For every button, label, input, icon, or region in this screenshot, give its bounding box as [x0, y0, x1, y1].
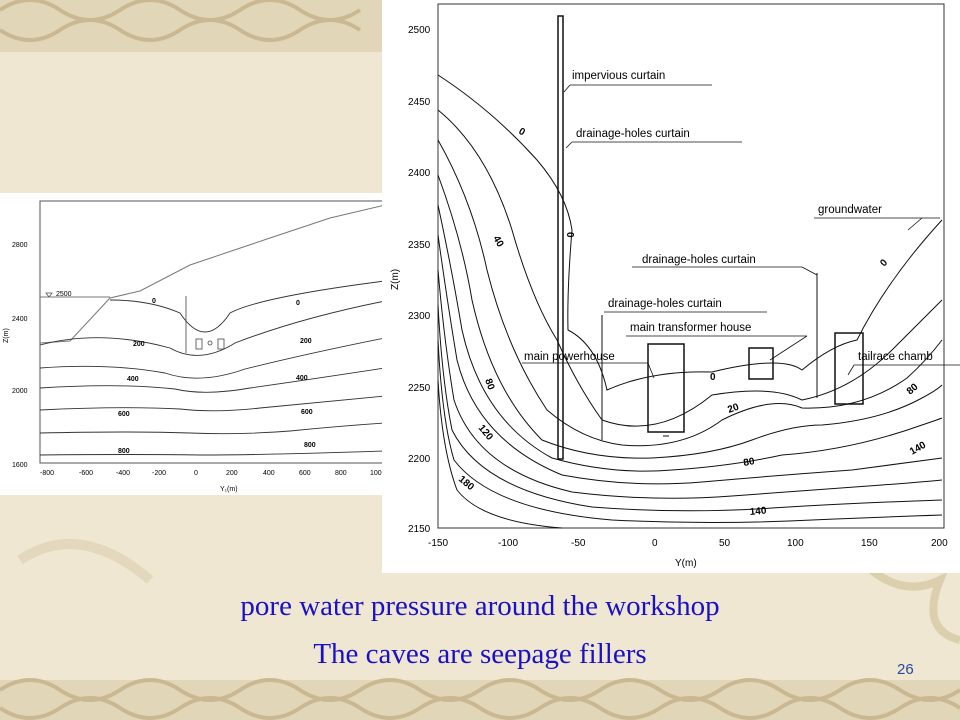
page-number: 26: [897, 661, 914, 678]
right-contour-label: 0: [517, 126, 528, 139]
right-x-tick: 200: [931, 538, 948, 549]
right-contour-label: 0: [710, 372, 716, 383]
right-x-tick: -100: [498, 538, 518, 549]
left-x-tick: -600: [79, 470, 93, 477]
left-y-tick: 1600: [12, 462, 28, 469]
ground-surface-line: [39, 204, 386, 344]
right-y-tick: 2500: [408, 25, 431, 36]
left-cavern-symbols: [185, 296, 225, 353]
left-contour-label: 800: [118, 448, 130, 455]
right-x-tick: -150: [428, 538, 448, 549]
left-x-tick: 800: [335, 470, 347, 477]
caption-line-1: pore water pressure around the workshop: [240, 590, 720, 622]
left-contour-label: 800: [304, 442, 316, 449]
right-y-tick: 2400: [408, 168, 431, 179]
right-contour-label: 0: [878, 257, 890, 269]
left-plot-frame: [39, 200, 386, 464]
label-impervious-curtain: impervious curtain: [572, 70, 665, 82]
caption-line-2: The caves are seepage fillers: [313, 638, 647, 670]
annotation-leaders: [522, 84, 960, 379]
right-x-tick: -50: [571, 538, 586, 549]
right-y-tick: 2150: [408, 524, 431, 535]
right-x-tick: 100: [787, 538, 804, 549]
right-y-tick: 2300: [408, 311, 431, 322]
left-y-tick: 2000: [12, 388, 28, 395]
left-contour-label: 600: [118, 411, 130, 418]
right-x-tick: 0: [652, 538, 658, 549]
left-x-tick: 400: [263, 470, 275, 477]
right-structures: [557, 15, 864, 460]
left-x-tick: 100: [370, 470, 382, 477]
left-contour-label: 600: [301, 409, 313, 416]
water-level-label: 2500: [56, 291, 72, 298]
label-main-powerhouse: main powerhouse: [524, 351, 615, 363]
bottom-border-pattern: [0, 678, 960, 720]
right-contour-lines: [437, 74, 943, 529]
right-y-tick: 2450: [408, 97, 431, 108]
right-contour-label: 120: [476, 423, 495, 443]
right-plot-frame: [437, 3, 945, 529]
left-contour-label: 200: [133, 341, 145, 348]
left-cross-section-diagram: 2800 2400 2000 1600 Z(m) -800 -600 -400 …: [0, 193, 386, 495]
right-y-axis-label: Z(m): [390, 269, 401, 290]
left-y-axis-label: Z(m): [3, 328, 10, 343]
right-diagram-svg: 2500 2450 2400 2350 2300 2250 2200 2150 …: [390, 3, 960, 569]
left-contour-label: 400: [296, 375, 308, 382]
right-y-tick: 2200: [408, 454, 431, 465]
right-contour-label: 0: [564, 232, 575, 238]
left-x-tick: 600: [299, 470, 311, 477]
label-drainage-holes-curtain: drainage-holes curtain: [608, 298, 722, 310]
right-x-axis-label: Y(m): [675, 558, 697, 569]
right-cross-section-diagram: 2500 2450 2400 2350 2300 2250 2200 2150 …: [382, 0, 960, 573]
left-diagram-svg: 2800 2400 2000 1600 Z(m) -800 -600 -400 …: [3, 200, 386, 493]
right-contour-label: 80: [743, 456, 756, 469]
left-x-axis-label: Y₁(m): [220, 486, 238, 493]
right-contour-label: 40: [490, 234, 505, 250]
left-x-tick: -800: [40, 470, 54, 477]
left-x-tick: -400: [116, 470, 130, 477]
right-contour-label: 180: [456, 474, 476, 493]
right-contour-label: 80: [905, 381, 921, 397]
label-drainage-holes-curtain: drainage-holes curtain: [642, 254, 756, 266]
main-powerhouse-cavern: [647, 343, 685, 433]
water-level-icon: [45, 292, 53, 298]
label-main-transformer-house: main transformer house: [630, 322, 751, 334]
left-contour-label: 0: [296, 300, 300, 307]
label-drainage-holes-curtain: drainage-holes curtain: [576, 128, 690, 140]
impervious-curtain-line: [557, 15, 564, 460]
left-contour-label: 0: [152, 298, 156, 305]
left-contour-label: 400: [127, 376, 139, 383]
left-x-tick: 200: [226, 470, 238, 477]
right-contour-label: 140: [749, 506, 767, 518]
right-contour-label: 80: [482, 377, 496, 392]
right-contour-label: 140: [908, 440, 928, 458]
right-y-tick: 2250: [408, 383, 431, 394]
main-transformer-house-cavern: [748, 347, 774, 380]
left-x-tick: -200: [152, 470, 166, 477]
right-y-tick: 2350: [408, 240, 431, 251]
left-x-tick: 0: [194, 470, 198, 477]
tailrace-chamber-cavern: [834, 332, 864, 405]
left-contour-lines: [39, 280, 386, 456]
left-contour-label: 200: [300, 338, 312, 345]
label-groundwater: groundwater: [818, 204, 882, 216]
right-contour-label: 20: [726, 402, 741, 416]
left-y-tick: 2400: [12, 316, 28, 323]
left-y-tick: 2800: [12, 242, 28, 249]
label-tailrace-chamber: tailrace chamb: [858, 351, 933, 363]
right-x-tick: 150: [861, 538, 878, 549]
right-x-tick: 50: [719, 538, 731, 549]
